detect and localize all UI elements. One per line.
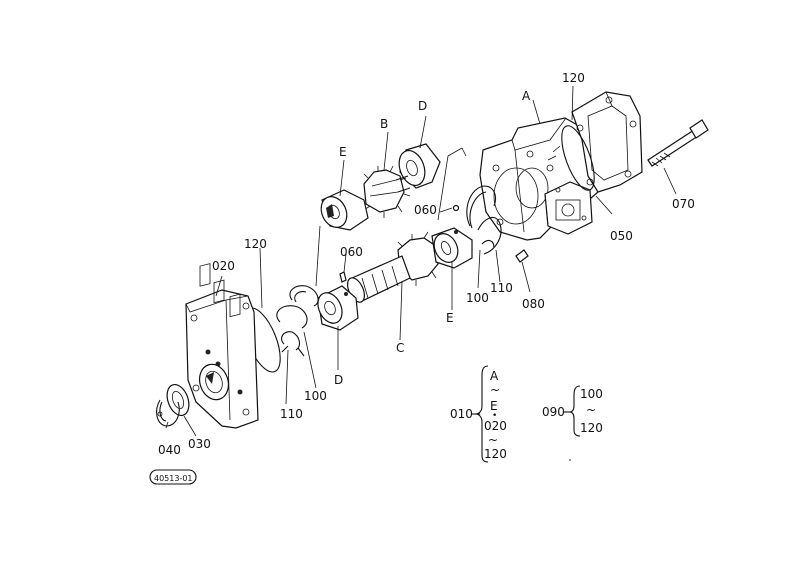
group-090-item-100: 100: [580, 387, 603, 401]
stray-dot: [569, 459, 571, 461]
bolt-070: [647, 119, 709, 167]
group-010-tilde-2: ~: [488, 433, 498, 447]
pin-060-left: [339, 271, 347, 283]
group-010-dot: •: [492, 411, 497, 421]
label-060-top: 060: [414, 203, 437, 217]
label-c: C: [396, 341, 404, 355]
group-010-item-a: A: [490, 369, 499, 383]
driven-gear-b: [363, 165, 411, 218]
group-010-tilde-1: ~: [490, 383, 500, 397]
label-030: 030: [188, 437, 211, 451]
group-090-item-120: 120: [580, 421, 603, 435]
front-cover-020: [185, 263, 259, 429]
label-050: 050: [610, 229, 633, 243]
label-020: 020: [212, 259, 235, 273]
leader-lines: [165, 85, 677, 437]
label-d-top: D: [418, 99, 427, 113]
bushing-e-bottom: [431, 227, 473, 269]
group-010-bracket: 010 A ~ E • 020 ~ 120: [450, 365, 507, 463]
seals-100-110-right: [466, 185, 502, 255]
label-e-top: E: [339, 145, 347, 159]
group-090-tilde: ~: [586, 403, 596, 417]
bushing-d-bottom: [317, 285, 359, 331]
label-100-left: 100: [304, 389, 327, 403]
label-110-left: 110: [280, 407, 303, 421]
label-040: 040: [158, 443, 181, 457]
label-080: 080: [522, 297, 545, 311]
rear-cover-050: [571, 91, 643, 193]
group-010-item-020: 020: [484, 419, 507, 433]
drawing-id-stamp: 40513-01: [149, 469, 197, 485]
oil-seal-030: [166, 383, 190, 417]
group-090-bracket: 090 100 ~ 120: [542, 385, 603, 437]
group-010-item-120: 120: [484, 447, 507, 461]
label-100-right: 100: [466, 291, 489, 305]
label-a: A: [522, 89, 531, 103]
pin-060-right: [452, 204, 460, 212]
label-110-right: 110: [490, 281, 513, 295]
pin-080: [515, 249, 529, 263]
label-070: 070: [672, 197, 695, 211]
seal-ring-120-top: [561, 125, 595, 191]
snap-ring-040: [156, 399, 180, 427]
part-labels: A 120 B D E 060 060 070 050 100 110 080 …: [158, 71, 695, 457]
label-e-bottom: E: [446, 311, 454, 325]
label-120-top: 120: [562, 71, 585, 85]
group-010-label: 010: [450, 407, 473, 421]
group-090-label: 090: [542, 405, 565, 419]
label-060-left: 060: [340, 245, 363, 259]
housing-a: [479, 117, 599, 241]
group-010-item-e: E: [490, 399, 498, 413]
bushing-e-top: [320, 189, 369, 231]
label-b: B: [380, 117, 388, 131]
seals-100-110-left: [276, 285, 319, 357]
label-d-bottom: D: [334, 373, 343, 387]
drawing-id-text: 40513-01: [154, 474, 193, 483]
label-120-left: 120: [244, 237, 267, 251]
drive-gear-c: [347, 231, 445, 303]
